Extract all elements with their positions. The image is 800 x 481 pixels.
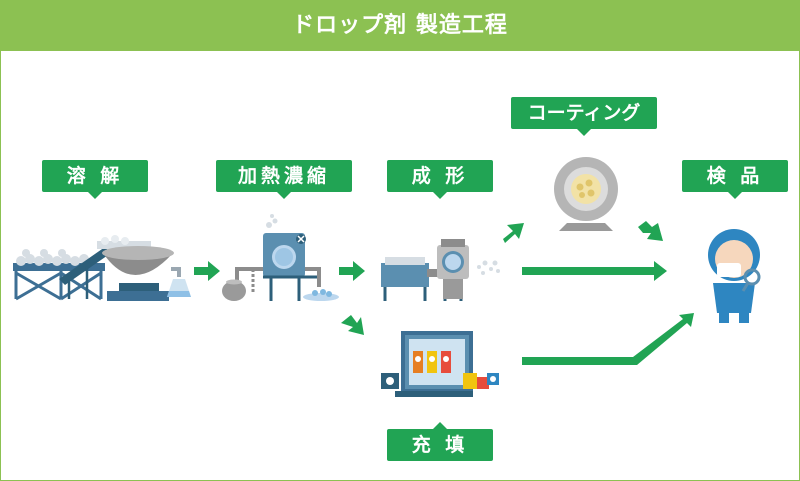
concentrating-machine-illustration — [222, 214, 339, 301]
inspector-illustration — [708, 229, 761, 323]
step-label-inspection: 検 品 — [682, 160, 788, 199]
step-label-coating: コーティング — [511, 97, 657, 136]
arrow-concentrate-to-filling — [341, 315, 364, 335]
diagram-title: ドロップ剤 製造工程 — [1, 1, 799, 51]
filling-machine-illustration — [381, 331, 499, 397]
forming-machine-illustration — [381, 239, 500, 301]
coating-machine-illustration — [554, 157, 618, 231]
step-label-filling: 充 填 — [387, 422, 493, 461]
dissolving-machine-illustration — [13, 235, 191, 301]
step-label-concentrate: 加熱濃縮 — [216, 160, 352, 199]
step-label-forming: 成 形 — [387, 160, 493, 199]
arrow-concentrate-to-forming — [339, 261, 365, 281]
arrow-forming-to-inspection — [522, 261, 667, 281]
step-label-dissolve: 溶 解 — [42, 160, 148, 199]
arrow-coating-to-inspection — [638, 221, 663, 241]
flow-arrows — [194, 221, 694, 365]
arrow-forming-to-coating — [503, 223, 524, 243]
arrow-filling-to-inspection — [522, 313, 694, 365]
arrow-dissolve-to-concentrate — [194, 261, 220, 281]
